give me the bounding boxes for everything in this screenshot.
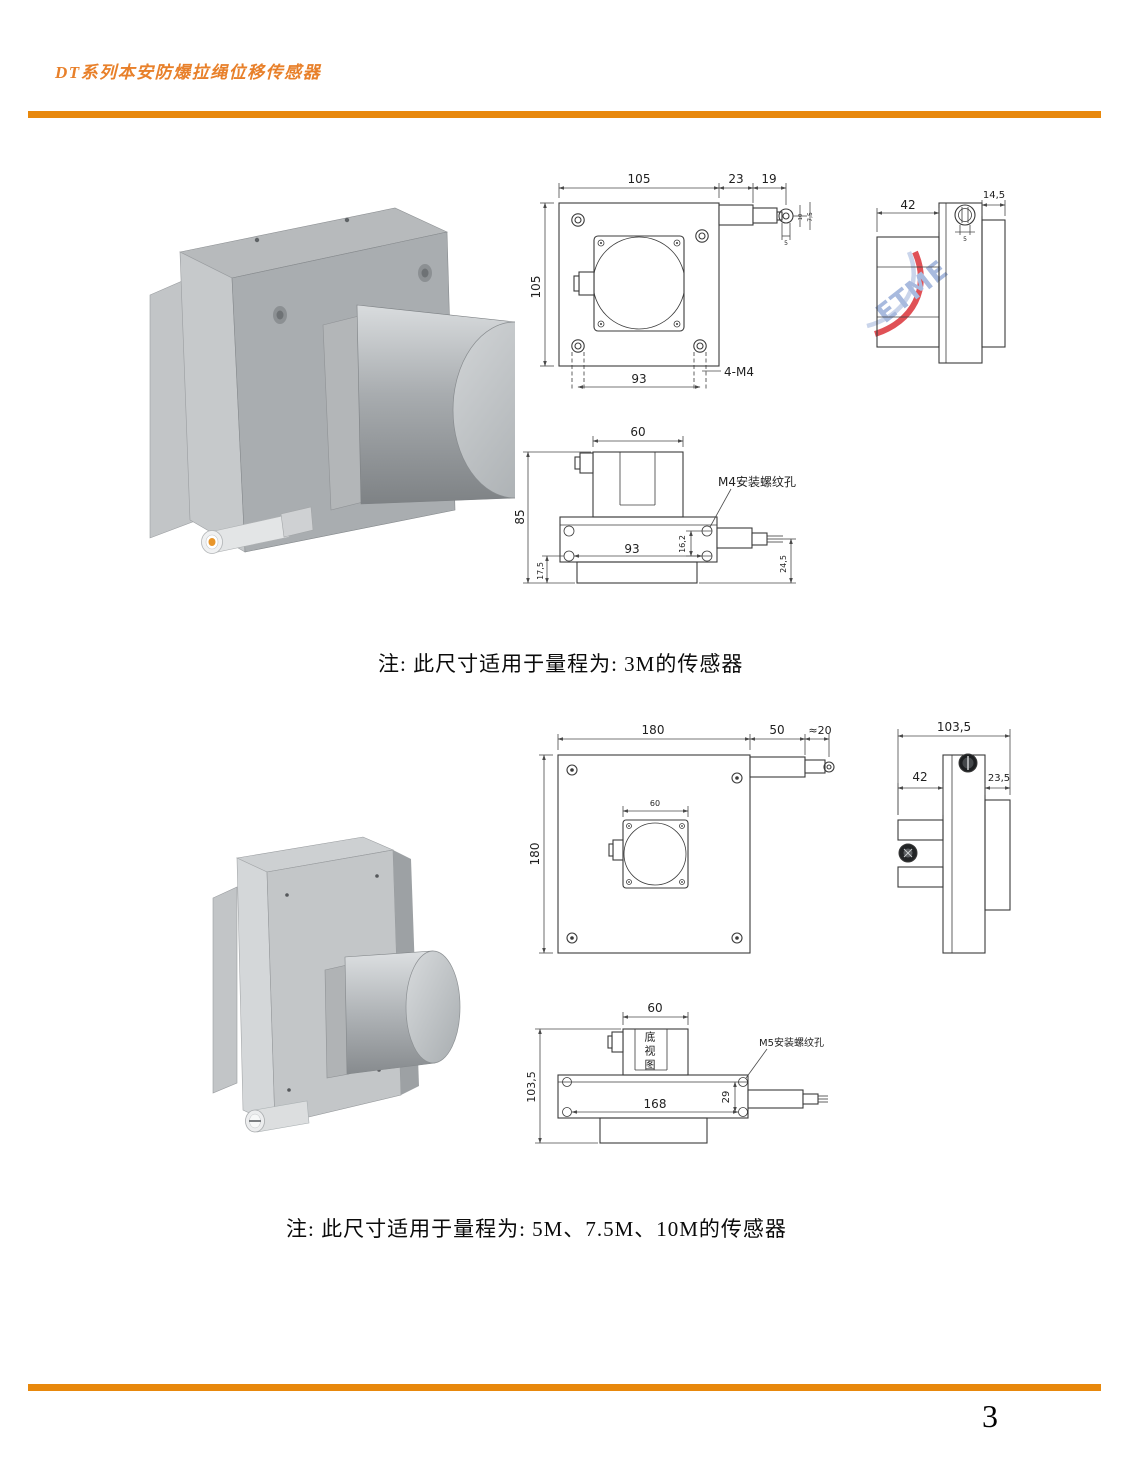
dim-width: 180: [642, 723, 665, 737]
etme-brand-watermark: ETME: [866, 250, 955, 337]
bottom-view-drawing-3m: 60 85 17,5 93 16,2 24,5 M4安装螺纹孔: [515, 425, 796, 584]
dim-hole-offset: 29: [721, 1091, 732, 1104]
dim-cable2: ≈20: [808, 724, 831, 737]
dim-drum-width: 60: [630, 425, 645, 439]
sensor-body-3d: [149, 207, 515, 554]
dim-tiny-b: 10: [798, 214, 804, 220]
top-screw: [954, 204, 976, 226]
dim-cable2: 19: [761, 172, 776, 186]
dim-tiny-a: 7,5: [807, 212, 814, 222]
m4-hole-label: M4安装螺纹孔: [718, 474, 796, 489]
note-3m-range: 注: 此尺寸适用于量程为: 3M的传感器: [378, 652, 744, 676]
dim-drum-width: 60: [647, 1001, 662, 1015]
drum-housing: [574, 451, 684, 518]
footer-rule: [28, 1384, 1101, 1391]
dim-screw: 5: [963, 236, 967, 243]
dimension-lines: [539, 734, 830, 954]
top-screw: [958, 753, 978, 773]
m5-hole-label: M5安装螺纹孔: [759, 1036, 824, 1049]
dim-height: 180: [528, 843, 542, 866]
dim-depth: 42: [900, 198, 915, 212]
dim-cable1: 23: [728, 172, 743, 186]
cable-gland: [716, 527, 783, 549]
cable-outlet-connector-3d: [201, 506, 314, 554]
dimension-lines: [897, 729, 1011, 815]
dimension-lines: [523, 436, 796, 584]
dim-inner-width: 60: [650, 799, 660, 808]
dim-flange: 23,5: [988, 773, 1010, 784]
drum-housing-face: [573, 235, 685, 332]
dim-height: 103,5: [525, 1071, 538, 1103]
hole-count-label: 4-M4: [724, 365, 754, 379]
side-view-drawing-3m: ETME 42 14,5 5: [866, 190, 1006, 364]
product-photo-5m-sensor: [212, 836, 461, 1133]
dimension-lines: [876, 200, 1006, 235]
bottom-view-label: 底视图: [643, 1031, 656, 1073]
dim-cable1: 50: [769, 723, 784, 737]
dim-hole-spacing: 93: [631, 372, 646, 386]
page-number: 3: [982, 1398, 998, 1434]
header-rule: [28, 111, 1101, 118]
side-view-drawing-5m: 103,5 42 23,5: [897, 720, 1011, 954]
bottom-view-drawing-5m: 60 103,5 168 29 M5安装螺纹孔: [525, 1001, 828, 1144]
dim-hole-spacing: 93: [624, 542, 639, 556]
dim-tiny-c: 5: [784, 240, 788, 247]
front-view-drawing-5m: 180 50 ≈20 180 60: [528, 723, 835, 954]
dim-width: 105: [628, 172, 651, 186]
cable-gland: [747, 1089, 828, 1109]
note-5m-range: 注: 此尺寸适用于量程为: 5M、7.5M、10M的传感器: [286, 1217, 787, 1241]
product-photo-3m-sensor: [149, 207, 515, 554]
cable-outlet-connector-3d: [245, 1100, 310, 1133]
dim-height: 85: [515, 509, 527, 524]
dimension-lines: [540, 183, 811, 389]
cable-outlet: [749, 756, 835, 778]
dimension-lines: [535, 1012, 768, 1144]
dim-cable-offset: 24,5: [779, 555, 788, 573]
dim-hole-spacing: 168: [644, 1097, 667, 1111]
connector-pin-orange: [208, 538, 216, 546]
sensor-body-3d: [212, 836, 461, 1133]
mounting-screws: [571, 213, 709, 391]
drum-housing-face: [608, 819, 689, 889]
dim-depth: 42: [912, 770, 927, 784]
dim-edge-offset: 17,5: [536, 562, 545, 580]
front-view-drawing-3m: 105 23 19 105 93 4-M4 7,5 10 5: [529, 172, 814, 391]
dim-flange: 14,5: [983, 190, 1005, 201]
side-screw: [898, 843, 918, 863]
page-title: DT系列本安防爆拉绳位移传感器: [55, 63, 322, 82]
dim-total: 103,5: [937, 720, 971, 734]
dim-height: 105: [529, 276, 543, 299]
dim-hole-offset: 16,2: [678, 535, 687, 553]
mounting-screws: [566, 764, 743, 944]
cable-outlet: [718, 204, 794, 226]
